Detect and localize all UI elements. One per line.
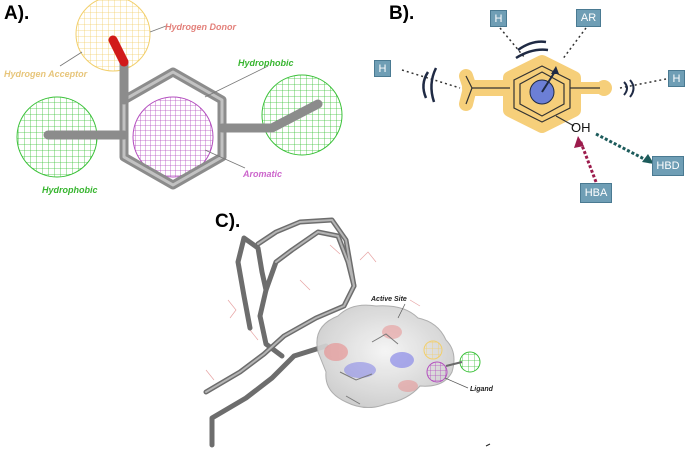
hbd-arrow [595, 132, 651, 164]
ligand-aromatic-sphere [426, 361, 448, 383]
hydrogen-donor-label: Hydrogen Donor [165, 22, 236, 32]
tag-h-right: H [668, 70, 685, 87]
aromatic-sphere [132, 96, 214, 178]
hydrophobic-label-left: Hydrophobic [42, 185, 98, 195]
hydroxyl-label: OH [571, 120, 591, 135]
panel-b-label: B). [389, 3, 415, 24]
tag-h-top: H [490, 10, 507, 27]
panel-c-label: C). [215, 211, 241, 232]
panel-a-label: A). [4, 3, 30, 24]
hydrogen-acceptor-label: Hydrogen Acceptor [4, 69, 88, 79]
ligand-label: Ligand [470, 386, 493, 393]
aromatic-label: Aromatic [243, 169, 283, 179]
hydrogen-acceptor-sphere [75, 0, 151, 72]
tag-hbd: HBD [652, 156, 684, 176]
panel-a-pharmacophore-3d [16, 0, 343, 190]
tag-hba: HBA [580, 183, 612, 203]
hydrophobic-label-right: Hydrophobic [238, 58, 294, 68]
oxygen-bond [108, 35, 129, 67]
tag-ar: AR [576, 9, 601, 27]
tag-h-left: H [374, 60, 391, 77]
ligand-hydrophobic-sphere [459, 351, 481, 373]
panel-c-docking-view [203, 217, 491, 448]
active-site-label: Active Site [371, 296, 407, 303]
active-site-surface [316, 304, 455, 408]
ligand-acceptor-sphere [423, 340, 443, 360]
hba-arrow [578, 139, 598, 183]
panel-b-pharmacophore-2d [401, 27, 667, 183]
